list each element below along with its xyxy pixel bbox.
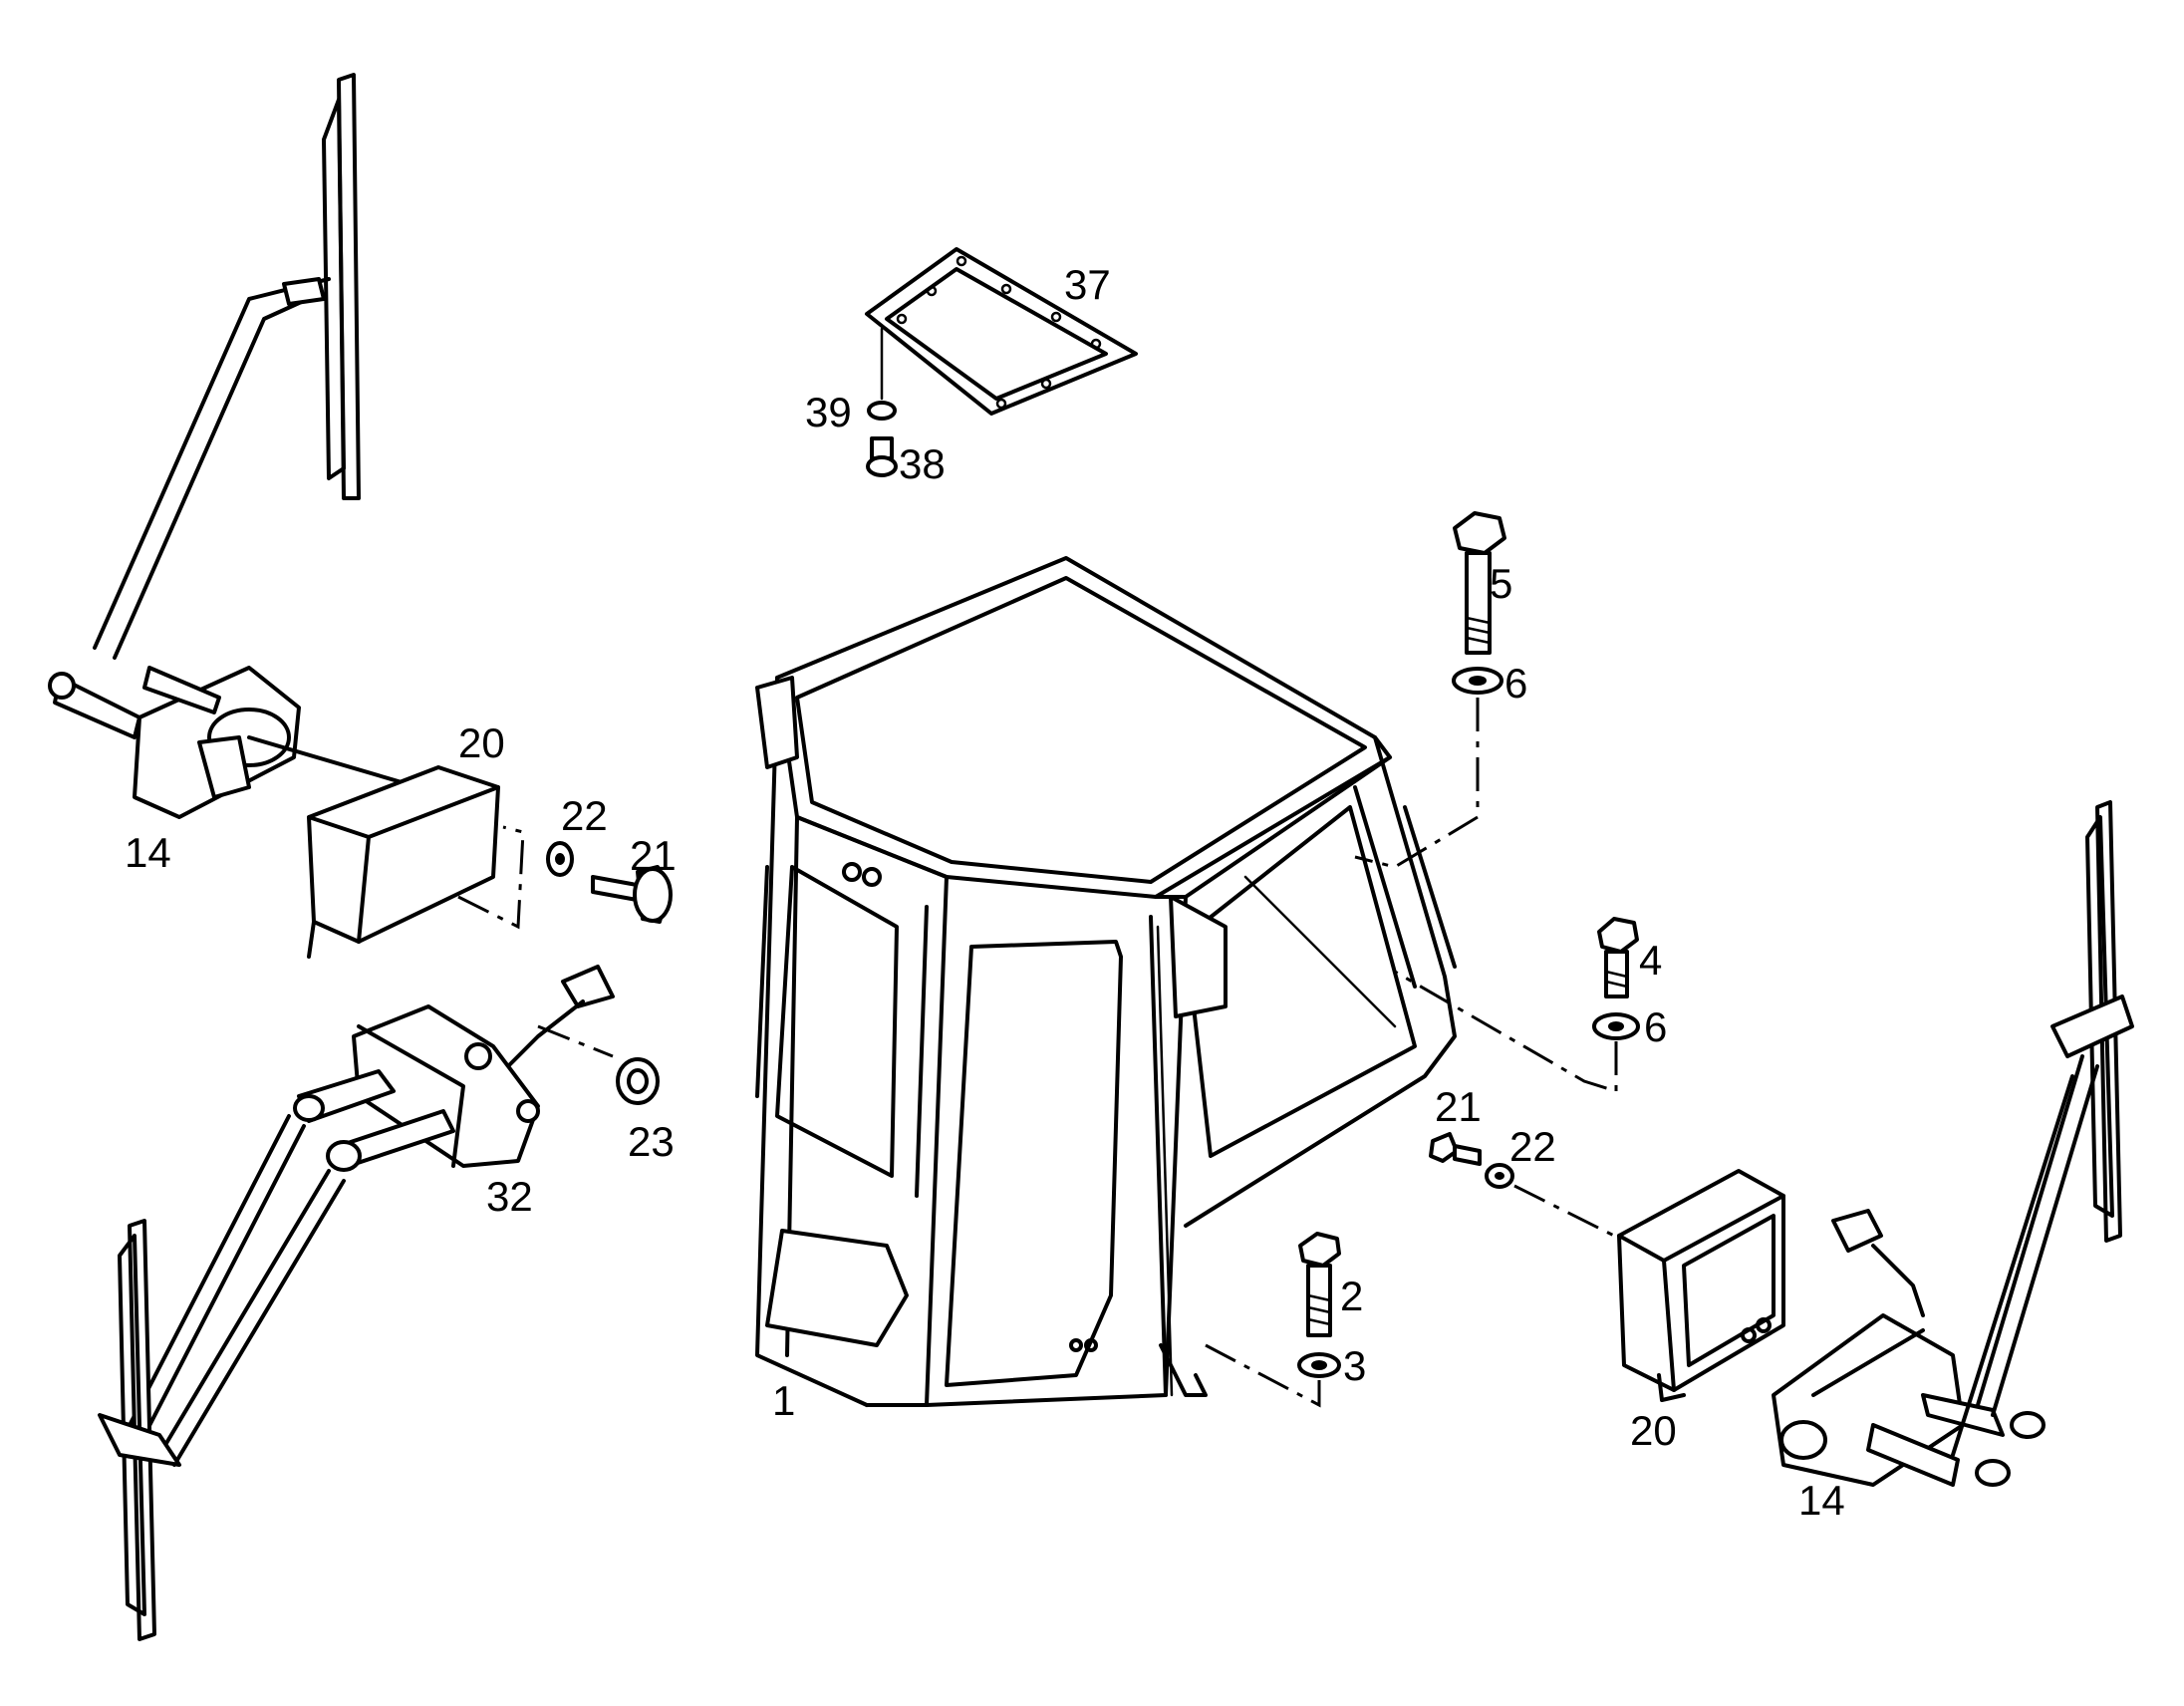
callout-39: 39 — [805, 389, 852, 435]
callout-32: 32 — [486, 1173, 533, 1220]
callout-1: 1 — [772, 1377, 795, 1424]
callout-22-left: 22 — [561, 792, 608, 839]
cover-plate — [865, 247, 1138, 477]
callout-2: 2 — [1340, 1273, 1363, 1319]
callout-21-right: 21 — [1435, 1083, 1482, 1130]
connector-grommet — [506, 965, 660, 1105]
callout-6-lower: 6 — [1644, 1003, 1667, 1050]
bolt-set-bottom — [1205, 1232, 1341, 1408]
bolt-set-right — [1394, 917, 1640, 1094]
callout-37: 37 — [1064, 261, 1111, 308]
callout-22-right: 22 — [1509, 1123, 1556, 1170]
cab-assembly — [755, 556, 1457, 1407]
callout-20-right: 20 — [1630, 1407, 1677, 1454]
callout-38: 38 — [899, 440, 946, 487]
control-box-right — [1617, 1169, 1785, 1402]
callout-23: 23 — [628, 1118, 675, 1165]
callout-4: 4 — [1639, 937, 1662, 984]
wiper-assembly-left-top — [48, 73, 420, 819]
control-box-left — [307, 765, 525, 959]
callout-3: 3 — [1343, 1342, 1366, 1389]
fasteners-left — [546, 841, 673, 924]
wiper-assembly-right — [1772, 800, 2134, 1487]
bolt-set-upper — [1354, 511, 1506, 869]
callout-6-upper: 6 — [1504, 660, 1527, 707]
callout-14-left: 14 — [125, 829, 171, 876]
callout-20-left: 20 — [458, 719, 505, 766]
callout-5: 5 — [1490, 560, 1512, 607]
wiper-assembly-left-bottom — [98, 1004, 540, 1641]
callout-14-right: 14 — [1798, 1477, 1845, 1524]
callout-labels: 37 39 38 5 6 4 6 21 22 2 3 1 20 14 20 14… — [125, 261, 1845, 1524]
callout-21-left: 21 — [630, 832, 677, 879]
fasteners-right — [1429, 1132, 1615, 1238]
